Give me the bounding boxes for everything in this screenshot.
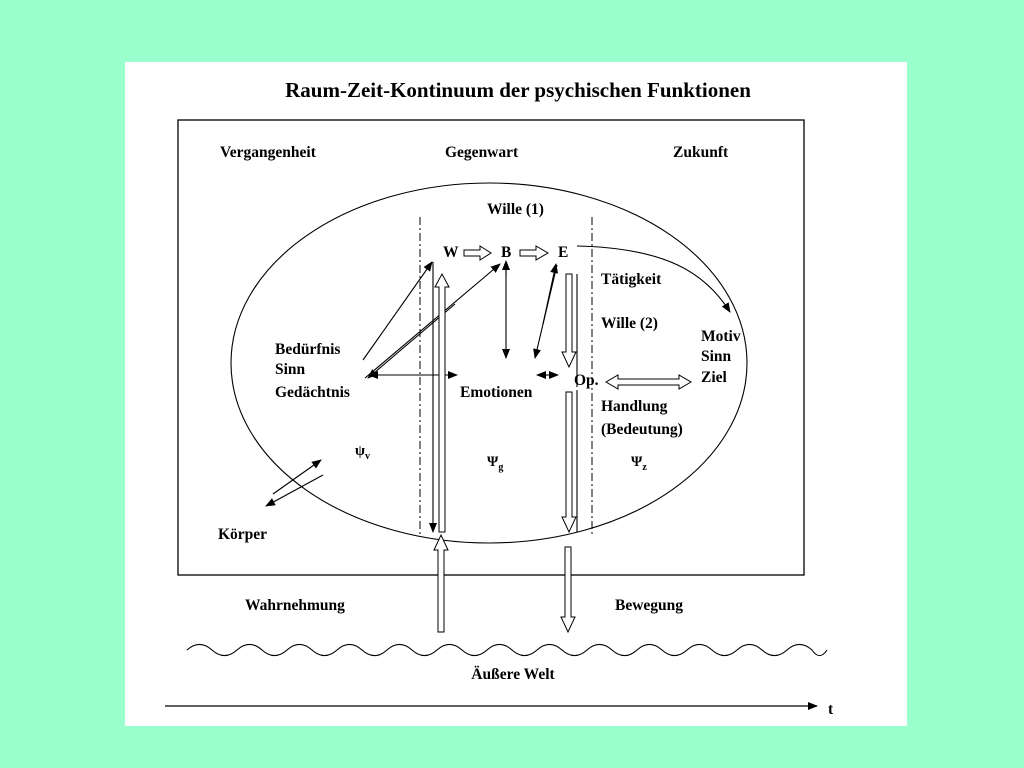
label-memory: Gedächtnis	[275, 384, 350, 401]
label-psi-past: ψv	[355, 443, 370, 462]
hollow-arrow-e-to-op	[561, 273, 577, 369]
label-will-1: Wille (1)	[487, 201, 544, 218]
label-movement: Bewegung	[615, 597, 683, 614]
label-past: Vergangenheit	[220, 144, 317, 161]
label-will-2: Wille (2)	[601, 315, 658, 332]
arrow-psyche-to-body	[265, 474, 324, 507]
arrow-emotions-to-e	[542, 263, 559, 325]
hollow-arrow-w-b	[463, 245, 492, 261]
label-psi-future: Ψz	[631, 454, 647, 473]
label-perception: Wahrnehmung	[245, 597, 345, 614]
arrow-e-to-motive	[576, 245, 731, 313]
psyche-frame	[177, 119, 805, 576]
arrow-body-to-psyche	[272, 459, 322, 495]
label-psi-present: Ψg	[487, 454, 503, 473]
label-activity: Tätigkeit	[601, 271, 662, 288]
hollow-arrow-op-motive	[605, 374, 692, 390]
label-present: Gegenwart	[445, 144, 519, 161]
node-b: B	[501, 244, 511, 261]
hollow-arrow-movement	[560, 546, 576, 634]
hollow-arrow-perception-outer	[433, 533, 449, 633]
slide: Raum-Zeit-Kontinuum der psychischen Funk…	[125, 62, 907, 726]
node-w: W	[443, 244, 459, 261]
arrow-need-to-w	[362, 261, 433, 361]
label-emotions: Emotionen	[460, 384, 533, 401]
time-axis-label: t	[828, 701, 834, 718]
hollow-arrow-perception-inner	[434, 272, 450, 533]
diagram-title: Raum-Zeit-Kontinuum der psychischen Funk…	[285, 78, 751, 102]
label-motive-sense: Sinn	[701, 348, 732, 365]
label-need: Bedürfnis	[275, 341, 340, 358]
label-goal: Ziel	[701, 369, 728, 386]
label-motive: Motiv	[701, 328, 741, 345]
hollow-arrow-op-down	[561, 391, 577, 534]
node-op: Op.	[574, 372, 599, 389]
label-outer-world: Äußere Welt	[471, 666, 555, 683]
label-need-sense: Sinn	[275, 361, 306, 378]
label-action-meaning: (Bedeutung)	[601, 421, 683, 438]
label-body: Körper	[218, 526, 267, 543]
outer-world-wave	[186, 643, 828, 657]
diagram: Raum-Zeit-Kontinuum der psychischen Funk…	[165, 78, 834, 718]
label-future: Zukunft	[673, 144, 729, 161]
psyche-ellipse	[230, 182, 748, 544]
node-e: E	[558, 244, 568, 261]
hollow-arrow-b-e	[519, 245, 549, 261]
label-action: Handlung	[601, 398, 668, 415]
